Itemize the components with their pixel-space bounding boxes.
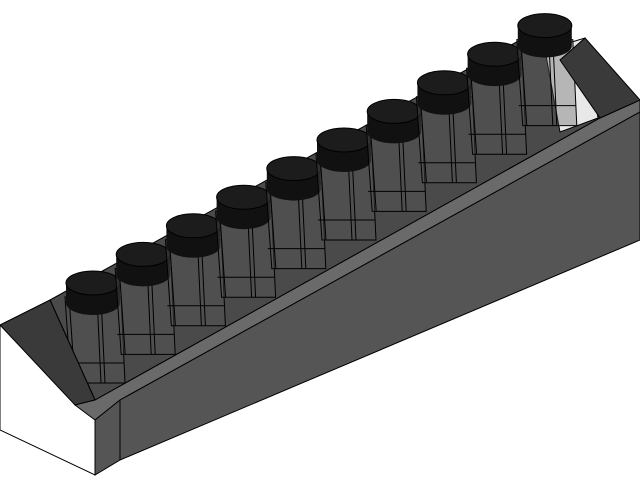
cap-top (416, 70, 472, 96)
cuvette (265, 156, 327, 270)
cuvette-edge (269, 182, 277, 269)
cuvette (64, 270, 126, 384)
cuvette (315, 127, 377, 241)
cuvette (365, 98, 427, 212)
cap-top (165, 213, 221, 239)
cuvette-edge (419, 96, 427, 183)
cap-top (467, 41, 523, 67)
cuvette (164, 213, 226, 327)
cuvette (415, 70, 477, 184)
cuvette-edge (470, 68, 478, 155)
cuvette (114, 241, 176, 355)
cuvette-edge (369, 125, 377, 212)
cuvette-edge (118, 268, 126, 355)
cuvette-edge (520, 39, 528, 126)
cap-top (517, 13, 573, 39)
cap-top (366, 98, 422, 124)
cap-top (266, 156, 322, 182)
cuvette-edge (219, 211, 227, 298)
cuvette (466, 41, 528, 155)
rack-front-wall (0, 37, 640, 476)
cap-top (65, 270, 121, 296)
cuvettes (64, 13, 578, 384)
cap-top (115, 241, 171, 267)
cuvette (215, 184, 277, 298)
cap-top (316, 127, 372, 153)
cuvette-edge (319, 153, 327, 241)
cuvette-edge (168, 239, 176, 326)
cap-top (216, 184, 272, 210)
right-rim-slope (559, 37, 640, 119)
